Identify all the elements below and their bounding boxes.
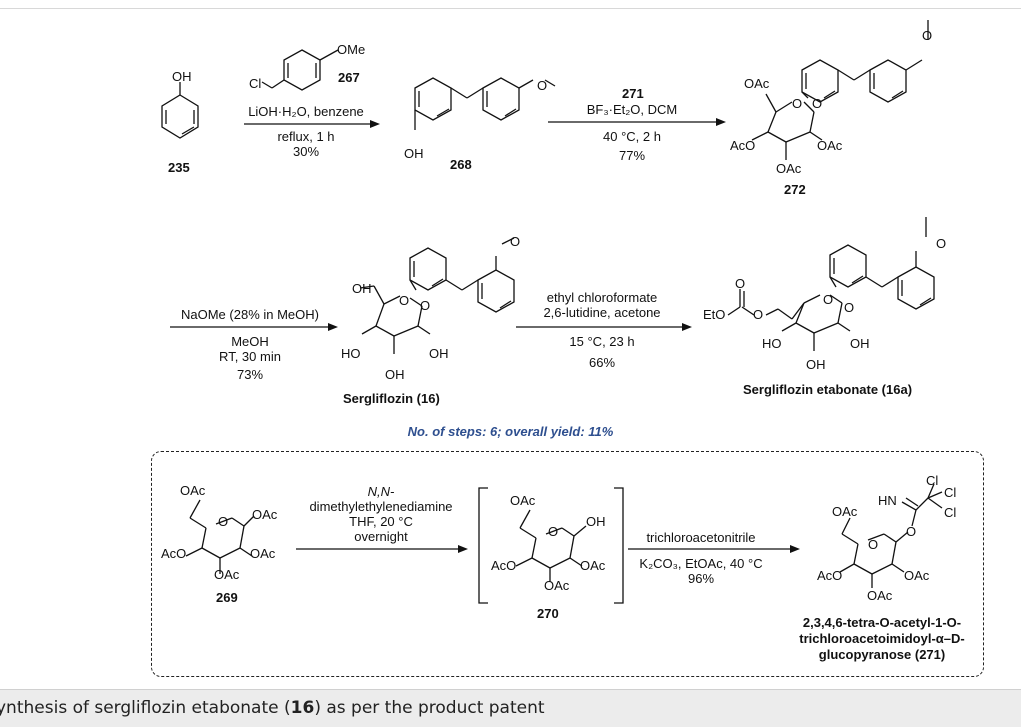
c270-oh: OH: [586, 514, 606, 529]
etab-oh-2: OH: [850, 336, 870, 351]
c271-oac-2: OAc: [904, 568, 930, 583]
step1-conditions-below: reflux, 1 h 30%: [277, 129, 335, 159]
step4-conditions-below: 15 °C, 23 h 66%: [569, 334, 635, 370]
compound-270: 270: [537, 606, 559, 621]
step5-conditions: N,N- dimethylethylenediamine THF, 20 °C …: [309, 484, 453, 544]
etab-ring-o: O: [823, 292, 834, 307]
c271-cl-1: Cl: [926, 473, 939, 488]
compound-269: 269: [216, 590, 238, 605]
etab-glyco-o: O: [844, 300, 855, 315]
phenol-structure: [161, 82, 199, 139]
caption-text: ynthesis of sergliflozin etabonate (16) …: [0, 698, 545, 718]
c271-cl-2: Cl: [944, 485, 957, 500]
c272-oac-2: OAc: [817, 138, 843, 153]
step1-conditions: LiOH·H₂O, benzene: [248, 104, 364, 119]
compound-272-structure: [751, 20, 929, 160]
c272-oac-6: OAc: [744, 76, 770, 91]
compound-272: 272: [784, 182, 806, 197]
c270-oac-3: OAc: [544, 578, 570, 593]
compound-270-structure: [515, 509, 587, 582]
serg-oh-3: OH: [385, 367, 405, 382]
compound-268: 268: [450, 157, 472, 172]
c272-oac-3: OAc: [776, 161, 802, 176]
c271-aco: AcO: [817, 568, 843, 583]
etabonate-structure: [727, 217, 935, 351]
c269-aco: AcO: [161, 546, 187, 561]
c269-oac-6: OAc: [180, 483, 206, 498]
step1-arrow: [244, 120, 380, 128]
step4-arrow: [516, 323, 692, 331]
c271-oac-6: OAc: [832, 504, 858, 519]
step4-conditions: ethyl chloroformate 2,6-lutidine, aceton…: [543, 290, 661, 320]
reagent-ome: OMe: [337, 42, 366, 57]
etab-ho: HO: [762, 336, 782, 351]
serg-oh-6: OH: [352, 281, 372, 296]
c270-ring-o: O: [548, 524, 559, 539]
compound-235: 235: [168, 160, 190, 175]
c269-ring-o: O: [218, 514, 229, 529]
bracket-270: [478, 487, 624, 604]
serg-ho: HO: [341, 346, 361, 361]
step3-conditions-below: MeOH RT, 30 min 73%: [219, 334, 281, 382]
compound-268-structure: [414, 77, 556, 130]
etab-carbonyl-o: O: [735, 276, 746, 291]
step2-conditions: BF₃·Et₂O, DCM: [586, 102, 678, 117]
compound-269-structure: [185, 499, 255, 574]
step2-arrow: [548, 118, 726, 126]
c272-aco: AcO: [730, 138, 756, 153]
c271-cl-3: Cl: [944, 505, 957, 520]
c271-ring-o: O: [868, 537, 879, 552]
c272-glyco-o: O: [812, 96, 823, 111]
serg-o-top: O: [510, 234, 521, 249]
etab-oh-3: OH: [806, 357, 826, 372]
compound-271-structure: [839, 483, 943, 588]
top-divider: [0, 0, 1021, 9]
c271-glyco-o: O: [906, 524, 917, 539]
etab-eto: EtO: [703, 307, 726, 322]
step6-conditions-below: K₂CO₃, EtOAc, 40 °C 96%: [639, 556, 763, 586]
serg-oh-2: OH: [429, 346, 449, 361]
c270-oac-6: OAc: [510, 493, 536, 508]
c272-o-top: O: [922, 28, 933, 43]
reagent-cl: Cl: [249, 76, 262, 91]
compound-268-o: O: [537, 78, 548, 93]
compound-268-oh: OH: [404, 146, 424, 161]
c269-oac-1: OAc: [252, 507, 278, 522]
c269-oac-2: OAc: [250, 546, 276, 561]
etab-ester-o: O: [753, 307, 764, 322]
phenol-oh: OH: [172, 69, 192, 84]
serg-glyco-o: O: [420, 298, 431, 313]
c271-hn: HN: [878, 493, 897, 508]
serg-ring-o: O: [399, 293, 410, 308]
compound-267: 267: [338, 70, 360, 85]
step2-conditions-below: 40 °C, 2 h 77%: [603, 129, 661, 163]
step6-conditions: trichloroacetonitrile: [646, 530, 756, 545]
c270-aco: AcO: [491, 558, 517, 573]
sergliflozin-structure: [359, 237, 515, 354]
figure-caption: ynthesis of sergliflozin etabonate (16) …: [0, 689, 1021, 727]
pmb-chloride-structure: [261, 49, 339, 91]
c271-oac-3: OAc: [867, 588, 893, 603]
c270-oac-2: OAc: [580, 558, 606, 573]
step6-arrow: [628, 545, 800, 553]
compound-271-name: 2,3,4,6-tetra-O-acetyl-1-O- trichloroace…: [799, 615, 965, 662]
step5-arrow: [296, 545, 468, 553]
reagent-271: 271: [622, 86, 644, 101]
etab-o-top: O: [936, 236, 947, 251]
step3-conditions: NaOMe (28% in MeOH): [181, 307, 319, 322]
overall-summary: No. of steps: 6; overall yield: 11%: [407, 424, 614, 439]
c272-ring-o: O: [792, 96, 803, 111]
reagent-prep-box: [151, 451, 984, 677]
c269-oac-3: OAc: [214, 567, 240, 582]
etabonate-label: Sergliflozin etabonate (16a): [743, 382, 913, 397]
step3-arrow: [170, 323, 338, 331]
sergliflozin-label: Sergliflozin (16): [343, 391, 440, 406]
